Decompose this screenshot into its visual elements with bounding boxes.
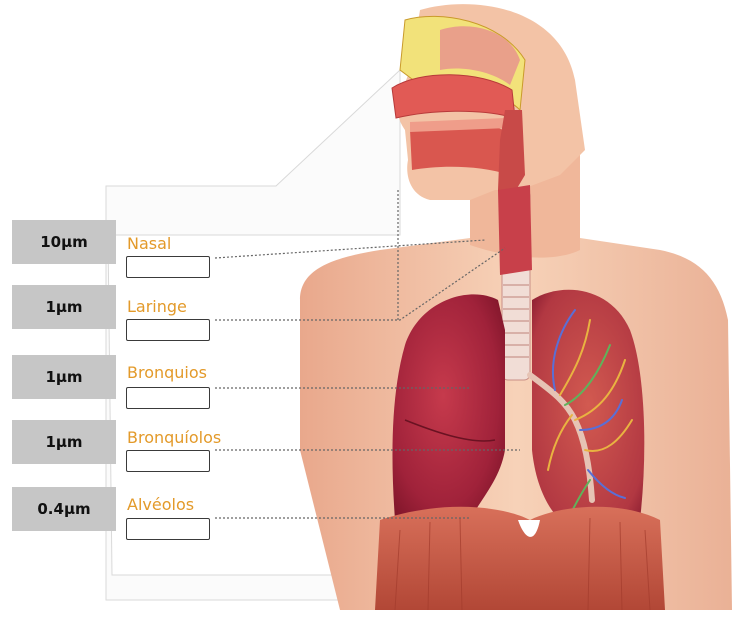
size-badge-laringe: 1µm xyxy=(12,285,116,329)
label-laringe: Laringe xyxy=(127,298,187,316)
size-badge-bronquiolos: 1µm xyxy=(12,420,116,464)
size-badge-nasal: 10µm xyxy=(12,220,116,264)
size-text: 1µm xyxy=(45,433,82,451)
size-text: 10µm xyxy=(40,233,88,251)
label-bronquiolos: Bronquíolos xyxy=(127,429,221,447)
answer-box-laringe[interactable] xyxy=(126,319,210,341)
label-bronquios: Bronquios xyxy=(127,364,207,382)
label-nasal: Nasal xyxy=(127,235,171,253)
size-text: 0.4µm xyxy=(37,500,90,518)
size-text: 1µm xyxy=(45,298,82,316)
answer-box-alveolos[interactable] xyxy=(126,518,210,540)
size-badge-alveolos: 0.4µm xyxy=(12,487,116,531)
label-alveolos: Alvéolos xyxy=(127,496,194,514)
answer-box-bronquiolos[interactable] xyxy=(126,450,210,472)
size-badge-bronquios: 1µm xyxy=(12,355,116,399)
size-text: 1µm xyxy=(45,368,82,386)
answer-box-bronquios[interactable] xyxy=(126,387,210,409)
answer-box-nasal[interactable] xyxy=(126,256,210,278)
